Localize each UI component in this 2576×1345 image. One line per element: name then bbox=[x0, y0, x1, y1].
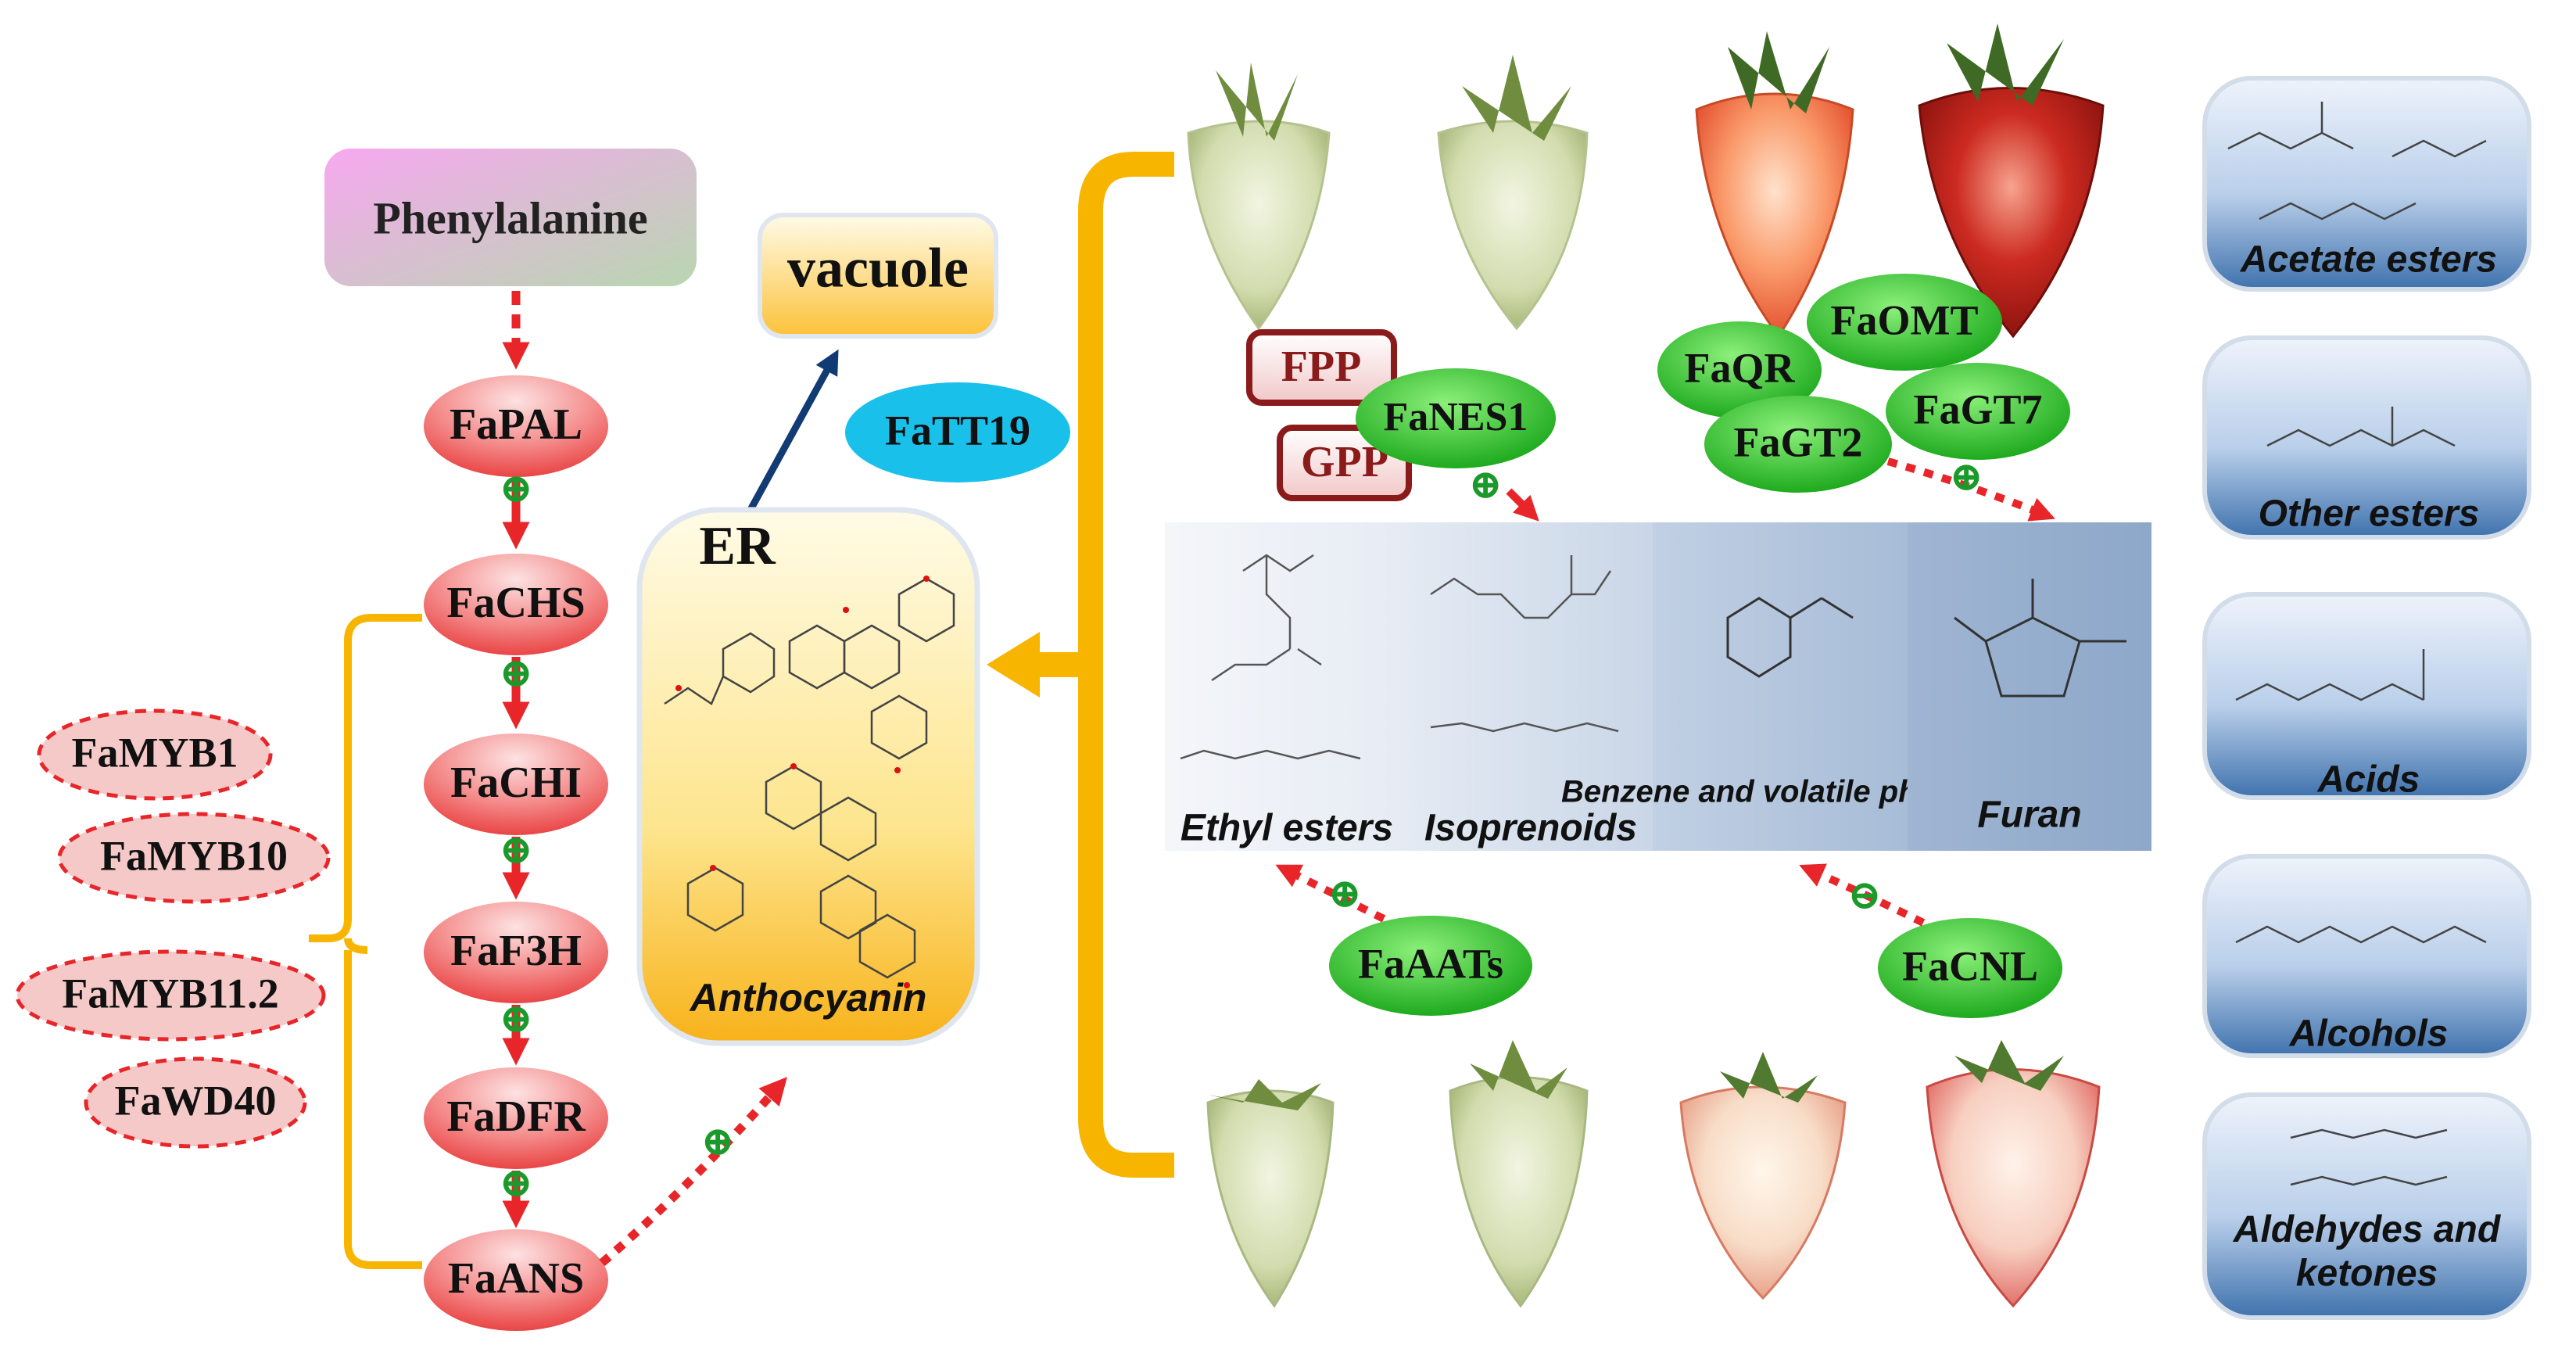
class-label: Alcohols bbox=[2289, 1013, 2449, 1055]
er-label: ER bbox=[699, 516, 776, 576]
tt19-label: FaTT19 bbox=[885, 407, 1030, 454]
arrow-er-to-vacuole bbox=[740, 349, 839, 526]
enzyme-label: FaDFR bbox=[446, 1092, 586, 1141]
precursor-fpp: FPP bbox=[1246, 329, 1397, 406]
class-label: Aldehydes and ketones bbox=[2233, 1209, 2501, 1294]
enzyme-label: FaCHS bbox=[446, 579, 585, 627]
plus-sign: ⊕ bbox=[1949, 455, 1983, 500]
fruit-top-1 bbox=[1187, 63, 1331, 331]
plus-sign: ⊕ bbox=[1468, 463, 1503, 508]
enzyme-gt7: FaGT7 bbox=[1886, 363, 2070, 460]
arrow-gt-to-furan bbox=[1886, 457, 2055, 522]
regulator-myb11-2: FaMYB11.2 bbox=[15, 949, 326, 1042]
enzyme-label: FaANS bbox=[448, 1254, 584, 1303]
fruit-bottom-3 bbox=[1679, 1052, 1847, 1300]
fruit-top-4 bbox=[1918, 23, 2105, 339]
class-acids: Acids bbox=[2202, 592, 2531, 801]
vacuole-label: vacuole bbox=[787, 237, 969, 299]
class-other-esters: Other esters bbox=[2202, 335, 2531, 540]
er-compartment: ER Anthocyanin bbox=[636, 507, 980, 1046]
plus-sign: ⊕ bbox=[499, 651, 533, 696]
enzyme-label: FaQR bbox=[1685, 344, 1796, 391]
class-label: Acids bbox=[2317, 759, 2420, 801]
regulator-myb10: FaMYB10 bbox=[57, 812, 331, 904]
arrow-nes1-to-isoprenoids bbox=[1506, 488, 1539, 522]
enzyme-dfr: FaDFR bbox=[424, 1067, 608, 1169]
tt19-transporter: FaTT19 bbox=[845, 382, 1070, 482]
class-label: Acetate esters bbox=[2240, 239, 2497, 281]
enzyme-label: FaGT2 bbox=[1733, 418, 1862, 465]
enzyme-label: FaGT7 bbox=[1913, 386, 2042, 432]
enzyme-chi: FaCHI bbox=[424, 733, 608, 835]
anthocyanin-label: Anthocyanin bbox=[689, 976, 927, 1020]
plus-sign: ⊕ bbox=[499, 467, 533, 511]
enzyme-nes1: FaNES1 bbox=[1356, 368, 1556, 468]
fruit-bottom-4 bbox=[1926, 1040, 2101, 1308]
enzyme-label: FaF3H bbox=[450, 927, 582, 975]
enzyme-label: FaPAL bbox=[450, 400, 582, 449]
phenylalanine-node: Phenylalanine bbox=[324, 149, 697, 286]
fruit-bottom-2 bbox=[1449, 1040, 1589, 1308]
plus-sign: ⊕ bbox=[499, 997, 533, 1042]
arrow-ans-to-er bbox=[599, 1077, 788, 1267]
enzyme-label: FaAATs bbox=[1358, 940, 1503, 987]
enzyme-ans: FaANS bbox=[424, 1229, 608, 1331]
bracket-arrowhead bbox=[987, 632, 1040, 698]
enzyme-label: FaOMT bbox=[1831, 296, 1979, 343]
panel-label: Furan bbox=[1977, 794, 2081, 836]
class-acetate-esters: Acetate esters bbox=[2202, 76, 2531, 292]
arrow-cnl-to-benzene bbox=[1799, 863, 1926, 927]
class-alcohols: Alcohols bbox=[2202, 854, 2531, 1058]
enzyme-qr: FaQR bbox=[1657, 321, 1822, 418]
panel-label: Ethyl esters bbox=[1181, 808, 1393, 849]
enzyme-gt2: FaGT2 bbox=[1704, 396, 1892, 493]
enzyme-chs: FaCHS bbox=[424, 554, 608, 655]
regulator-label: FaWD40 bbox=[115, 1077, 277, 1124]
minus-sign: ⊖ bbox=[1847, 873, 1882, 918]
enzyme-omt: FaOMT bbox=[1807, 274, 2002, 371]
regulator-label: FaMYB1 bbox=[72, 729, 238, 776]
arrow-aats-to-ethyl-esters bbox=[1275, 864, 1386, 923]
regulator-label: FaMYB10 bbox=[100, 832, 288, 879]
panel-isoprenoids: Isoprenoids bbox=[1409, 522, 1653, 851]
plus-sign: ⊕ bbox=[1327, 872, 1362, 916]
fruit-top-3 bbox=[1695, 31, 1854, 339]
panel-ethyl-esters: Ethyl esters bbox=[1165, 522, 1409, 851]
panel-furan: Furan bbox=[1908, 522, 2151, 851]
enzyme-label: FaNES1 bbox=[1384, 395, 1528, 439]
fruit-top-2 bbox=[1437, 55, 1589, 331]
plus-sign: ⊕ bbox=[499, 1161, 533, 1206]
regulator-label: FaMYB11.2 bbox=[62, 970, 279, 1017]
regulator-bracket bbox=[309, 614, 422, 1269]
enzyme-cnl: FaCNL bbox=[1878, 918, 2062, 1018]
class-label: Other esters bbox=[2259, 493, 2480, 535]
class-aldehydes-ketones: Aldehydes and ketones bbox=[2202, 1092, 2531, 1320]
fruit-bottom-1 bbox=[1206, 1079, 1335, 1308]
vacuole-node: vacuole bbox=[758, 213, 998, 339]
regulator-wd40: FaWD40 bbox=[84, 1056, 307, 1149]
enzyme-label: FaCNL bbox=[1902, 942, 2038, 989]
plus-sign: ⊕ bbox=[700, 1120, 735, 1164]
enzyme-label: FaCHI bbox=[450, 759, 582, 807]
phenylalanine-label: Phenylalanine bbox=[373, 192, 647, 243]
regulator-myb1: FaMYB1 bbox=[37, 708, 273, 801]
plus-sign: ⊕ bbox=[499, 828, 533, 873]
enzyme-aats: FaAATs bbox=[1329, 916, 1532, 1016]
enzyme-f3h: FaF3H bbox=[424, 902, 608, 1003]
enzyme-pal: FaPAL bbox=[424, 375, 608, 477]
fruit-bracket bbox=[1078, 152, 1174, 1178]
panel-label: Isoprenoids bbox=[1424, 808, 1637, 849]
precursor-label: FPP bbox=[1281, 343, 1362, 391]
